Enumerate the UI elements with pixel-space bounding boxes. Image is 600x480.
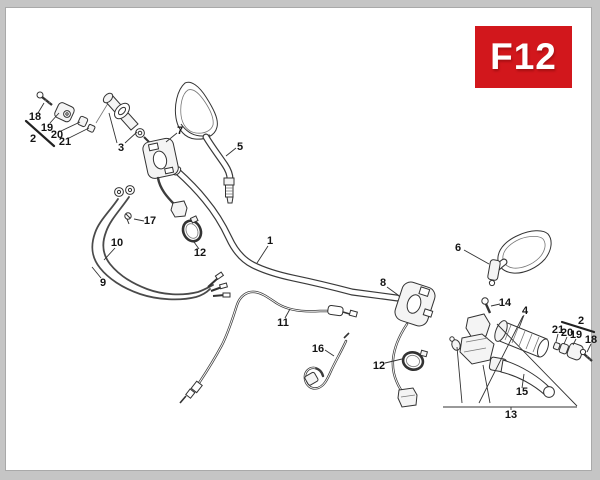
callout-12-left: 12 — [193, 247, 207, 259]
callout-15: 15 — [515, 386, 529, 398]
callout-10: 10 — [110, 237, 124, 249]
callout-12-right: 12 — [372, 360, 386, 372]
callout-9: 9 — [99, 277, 107, 289]
callout-7: 7 — [176, 125, 184, 137]
callout-11: 11 — [277, 317, 289, 329]
callout-21-right: 21 — [551, 324, 565, 336]
callout-20-left: 20 — [50, 129, 64, 141]
callout-17: 17 — [143, 215, 157, 227]
callout-18-right: 18 — [584, 334, 598, 346]
callout-2-right: 2 — [577, 315, 585, 327]
callout-20-right: 20 — [560, 327, 574, 339]
callout-3: 3 — [117, 142, 125, 154]
page-code-badge: F12 — [475, 26, 572, 88]
callout-8: 8 — [379, 277, 387, 289]
callout-1: 1 — [266, 235, 274, 247]
callout-4: 4 — [521, 305, 529, 317]
callout-19-left: 19 — [40, 122, 54, 134]
callout-19-right: 19 — [569, 329, 583, 341]
callout-14: 14 — [498, 297, 512, 309]
callout-18-left: 18 — [28, 111, 42, 123]
callout-13: 13 — [504, 409, 518, 421]
callout-2-left: 2 — [29, 133, 37, 145]
callout-16: 16 — [311, 343, 325, 355]
callout-21-left: 21 — [58, 136, 72, 148]
callout-6: 6 — [454, 242, 462, 254]
callout-5: 5 — [236, 141, 244, 153]
